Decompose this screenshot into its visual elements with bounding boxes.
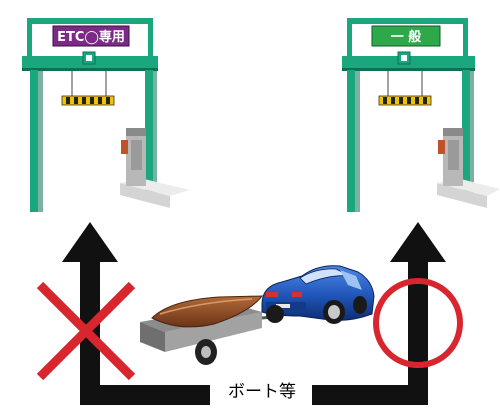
allowed-circle-icon	[373, 278, 463, 368]
vehicle-caption: ボート等	[228, 382, 296, 402]
general-sign-label: 一 般	[391, 29, 422, 45]
boat	[151, 295, 264, 328]
etc-only-sign-label: ETC◯専用	[57, 29, 125, 45]
etc-only-sign	[52, 25, 130, 47]
general-caution-bar	[378, 95, 432, 106]
prohibited-x-icon	[36, 281, 136, 381]
etc-caution-bar	[61, 95, 115, 106]
left-route-arrow	[62, 222, 210, 405]
etc-toll-gate: ETC◯専用	[22, 18, 190, 212]
boat-trailer	[140, 295, 283, 365]
blue-car	[261, 265, 375, 324]
right-route-arrow	[312, 222, 446, 405]
general-sign	[371, 25, 441, 47]
general-toll-gate: 一 般	[342, 18, 500, 212]
